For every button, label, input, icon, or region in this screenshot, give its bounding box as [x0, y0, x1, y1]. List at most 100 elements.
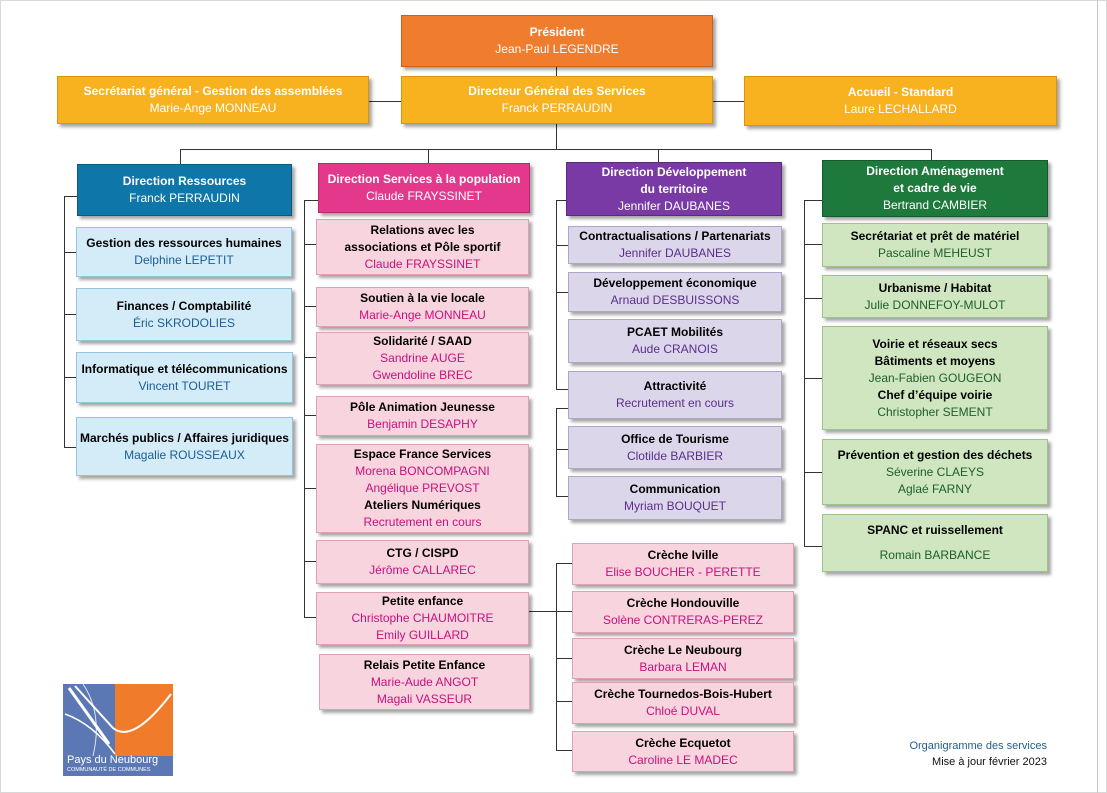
- connector: [556, 292, 568, 293]
- service-title: Communication: [629, 482, 721, 496]
- page-edge: [1097, 0, 1098, 793]
- dgs-name: Franck PERRAUDIN: [501, 101, 613, 115]
- connector: [304, 488, 316, 489]
- service-person: Jérôme CALLAREC: [369, 563, 476, 577]
- service-title: Chef d’équipe voirie: [877, 387, 993, 402]
- connector: [180, 149, 931, 150]
- service-person: Romain BARBANCE: [879, 548, 991, 562]
- service-person: Vincent TOURET: [138, 378, 231, 393]
- service-title: Pôle Animation Jeunesse: [350, 400, 495, 414]
- connector: [804, 546, 822, 547]
- connector: [556, 389, 568, 390]
- dgs-box: Directeur Général des Services Franck PE…: [401, 76, 713, 124]
- connector: [556, 408, 568, 409]
- direction-population-title: Direction Services à la population: [327, 172, 521, 186]
- president-box: Président Jean-Paul LEGENDRE: [401, 15, 713, 67]
- service-box: Informatique et télécommunications Vince…: [76, 352, 293, 403]
- service-person: Christophe CHAUMOITRE: [351, 611, 494, 625]
- service-box: Pôle Animation Jeunesse Benjamin DESAPHY: [316, 396, 529, 436]
- creche-title: Crèche Ecquetot: [635, 735, 731, 750]
- creche-title: Crèche Hondouville: [626, 596, 740, 610]
- connector: [804, 200, 805, 547]
- footer-title: Organigramme des services: [909, 740, 1047, 752]
- service-title: Office de Tourisme: [621, 431, 729, 446]
- connector: [556, 658, 572, 659]
- direction-developpement-title-2: du territoire: [640, 181, 708, 196]
- direction-amenagement-name: Bertrand CAMBIER: [882, 198, 988, 212]
- service-box: CTG / CISPD Jérôme CALLAREC: [316, 540, 529, 584]
- service-title: Contractualisations / Partenariats: [579, 229, 771, 243]
- accueil-box: Accueil - Standard Laure LECHALLARD: [744, 76, 1057, 126]
- connector: [304, 200, 318, 201]
- connector: [556, 200, 566, 201]
- connector: [804, 298, 822, 299]
- service-box: SPANC et ruissellement Romain BARBANCE: [822, 514, 1048, 572]
- connector: [428, 149, 429, 163]
- connector: [556, 563, 557, 751]
- president-name: Jean-Paul LEGENDRE: [495, 42, 619, 56]
- service-box: Relations avec les associations et Pôle …: [316, 219, 529, 275]
- connector: [369, 101, 402, 102]
- service-box: Solidarité / SAAD Sandrine AUGE Gwendoli…: [316, 332, 529, 385]
- service-title: Soutien à la vie locale: [360, 291, 485, 305]
- connector: [658, 149, 659, 162]
- service-title: Espace France Services: [353, 447, 492, 461]
- connector: [529, 611, 556, 612]
- service-person: Christopher SEMENT: [877, 404, 993, 419]
- connector: [304, 244, 316, 245]
- service-person: Julie DONNEFOY-MULOT: [864, 297, 1006, 312]
- connector: [713, 101, 744, 102]
- secretariat-box: Secrétariat général - Gestion des assemb…: [57, 76, 369, 124]
- service-person: Aglaé FARNY: [897, 481, 973, 496]
- connector: [64, 196, 65, 448]
- connector: [64, 252, 76, 253]
- connector: [304, 200, 305, 618]
- service-title: Informatique et télécommunications: [81, 361, 288, 376]
- service-box: Relais Petite Enfance Marie-Aude ANGOT M…: [319, 654, 530, 710]
- service-person: Clotilde BARBIER: [626, 448, 724, 463]
- service-title: Relais Petite Enfance: [363, 657, 486, 672]
- connector: [804, 244, 822, 245]
- connector: [556, 563, 572, 564]
- service-person: Arnaud DESBUISSONS: [610, 293, 740, 307]
- creche-box: Crèche Le Neubourg Barbara LEMAN: [572, 638, 794, 679]
- direction-ressources-title: Direction Ressources: [122, 174, 247, 188]
- creche-box: Crèche Tournedos-Bois-Hubert Chloé DUVAL: [572, 682, 794, 724]
- service-person: Jennifer DAUBANES: [618, 246, 732, 260]
- connector: [304, 357, 316, 358]
- service-title: Marchés publics / Affaires juridiques: [80, 430, 289, 445]
- creche-box: Crèche Ecquetot Caroline LE MADEC: [572, 731, 794, 772]
- direction-ressources-name: Franck PERRAUDIN: [129, 191, 240, 205]
- service-person: Gwendoline BREC: [372, 368, 473, 382]
- service-person: Pascaline MEHEUST: [877, 246, 993, 260]
- creche-person: Caroline LE MADEC: [628, 752, 738, 767]
- service-person: Aude CRANOIS: [631, 342, 719, 356]
- connector: [556, 611, 572, 612]
- service-box: Communication Myriam BOUQUET: [568, 476, 782, 520]
- connector: [804, 472, 822, 473]
- president-title: Président: [529, 25, 585, 39]
- service-person: Marie-Aude ANGOT: [370, 674, 479, 689]
- service-title: Gestion des ressources humaines: [86, 236, 282, 250]
- direction-amenagement-box: Direction Aménagement et cadre de vie Be…: [822, 160, 1048, 217]
- connector: [64, 377, 76, 378]
- connector: [304, 561, 316, 562]
- dgs-title: Directeur Général des Services: [468, 84, 646, 98]
- connector: [304, 617, 316, 618]
- creche-title: Crèche Le Neubourg: [623, 642, 743, 657]
- service-box: Gestion des ressources humaines Delphine…: [76, 227, 292, 277]
- connector: [804, 200, 822, 201]
- service-box: Contractualisations / Partenariats Jenni…: [568, 226, 782, 264]
- connector: [64, 196, 77, 197]
- service-box: Marchés publics / Affaires juridiques Ma…: [76, 417, 293, 476]
- creche-person: Solène CONTRERAS-PEREZ: [602, 613, 764, 627]
- service-title: Prévention et gestion des déchets: [837, 447, 1033, 462]
- accueil-name: Laure LECHALLARD: [844, 102, 957, 116]
- service-person: Magalie ROUSSEAUX: [124, 447, 245, 462]
- service-person: Sandrine AUGE: [380, 351, 465, 365]
- secretariat-title: Secrétariat général - Gestion des assemb…: [83, 84, 343, 98]
- service-title: Développement économique: [593, 276, 757, 290]
- connector: [180, 149, 181, 164]
- direction-developpement-box: Direction Développement du territoire Je…: [566, 162, 782, 216]
- creche-title: Crèche Tournedos-Bois-Hubert: [594, 687, 772, 701]
